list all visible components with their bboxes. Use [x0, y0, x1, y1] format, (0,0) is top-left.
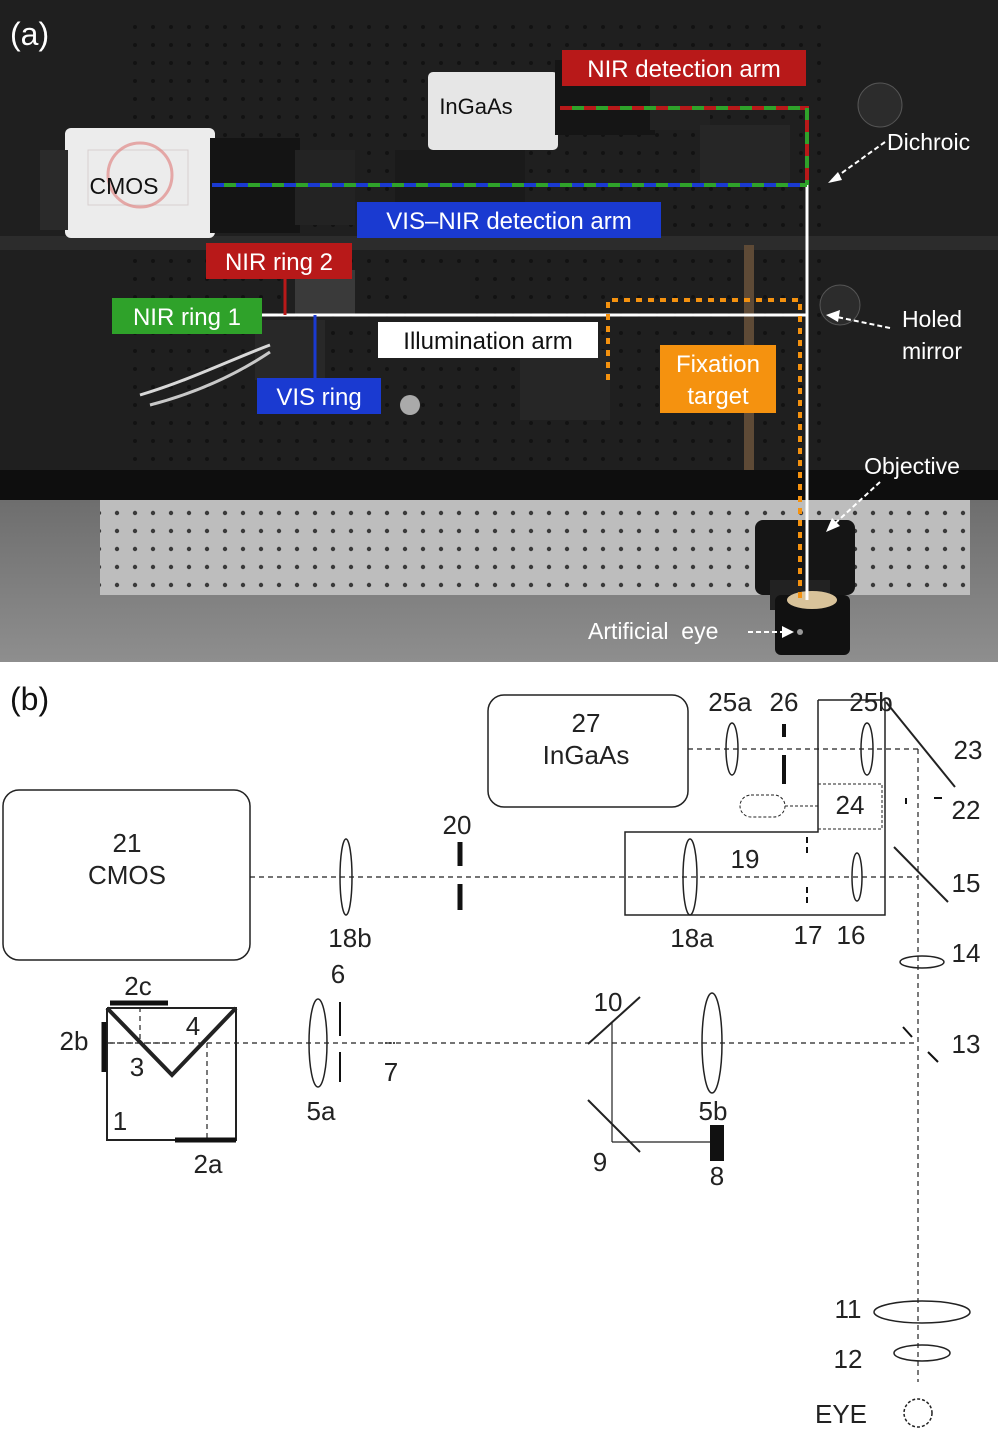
schematic-panel: 27 InGaAs 21 CMOS 25a 26 25b 23 22 24 20…: [0, 662, 998, 1434]
label-13: 13: [952, 1029, 981, 1059]
label-1: 1: [113, 1106, 127, 1136]
tag-illumination-arm: Illumination arm: [378, 322, 598, 358]
label-9: 9: [593, 1147, 607, 1177]
photo-panel: CMOS InGaAs NIR: [0, 0, 998, 662]
tag-fixation-target: Fixation target: [660, 345, 776, 413]
mirror-23: [885, 701, 956, 788]
beam-paths: [212, 106, 809, 600]
schematic-svg: 27 InGaAs 21 CMOS 25a 26 25b 23 22 24 20…: [2, 681, 983, 1429]
svg-text:VIS–NIR detection arm: VIS–NIR detection arm: [386, 208, 631, 235]
callout-artificial-eye: Artificial eye: [588, 618, 794, 644]
label-18a: 18a: [670, 923, 714, 953]
lens-25a: [725, 722, 739, 776]
housing-outline: [624, 699, 886, 916]
eye-icon: [903, 1398, 933, 1428]
optical-paths: [108, 748, 919, 1382]
label-6: 6: [331, 959, 345, 989]
tag-vis-nir-detection-arm: VIS–NIR detection arm: [357, 202, 661, 238]
lens-12: [893, 1344, 951, 1362]
svg-text:NIR ring 1: NIR ring 1: [133, 304, 241, 331]
svg-text:NIR ring 2: NIR ring 2: [225, 249, 333, 276]
label-19: 19: [731, 844, 760, 874]
lens-18a: [682, 838, 698, 916]
box-ingaas-name: InGaAs: [543, 740, 630, 770]
objective-hardware: [755, 520, 855, 655]
box-cmos-number: 21: [113, 828, 142, 858]
mirror-10: [587, 996, 641, 1045]
label-4: 4: [186, 1011, 200, 1041]
svg-text:Illumination arm: Illumination arm: [403, 328, 572, 355]
tag-nir-detection-arm: NIR detection arm: [562, 50, 806, 86]
label-5a: 5a: [307, 1096, 336, 1126]
ingaas-box: [487, 694, 689, 808]
label-20: 20: [443, 810, 472, 840]
label-8: 8: [710, 1161, 724, 1191]
label-15: 15: [952, 868, 981, 898]
box-ingaas-number: 27: [572, 708, 601, 738]
svg-text:target: target: [687, 383, 749, 410]
lens-25b: [860, 722, 874, 776]
label-17: 17: [794, 920, 823, 950]
label-18b: 18b: [328, 923, 371, 953]
tag-nir-ring-2: NIR ring 2: [206, 243, 352, 279]
svg-text:Dichroic: Dichroic: [887, 129, 970, 155]
label-24: 24: [836, 790, 865, 820]
svg-text:VIS ring: VIS ring: [276, 384, 361, 411]
callout-holed-mirror: Holed mirror: [826, 306, 962, 364]
label-7: 7: [384, 1057, 398, 1087]
label-3: 3: [130, 1052, 144, 1082]
cmos-box: [2, 789, 251, 961]
shelf-divider: [0, 236, 998, 250]
component-labels: 27 InGaAs 21 CMOS 25a 26 25b 23 22 24 20…: [60, 687, 983, 1429]
label-16: 16: [837, 920, 866, 950]
label-12: 12: [834, 1344, 863, 1374]
label-11: 11: [835, 1294, 862, 1324]
label-23: 23: [954, 735, 983, 765]
svg-text:Artificial eye: Artificial eye: [588, 618, 718, 644]
panel-a-letter: (a): [10, 16, 49, 52]
lens-5b: [701, 992, 723, 1094]
fixation-path: [606, 298, 802, 600]
cmos-label: CMOS: [90, 173, 159, 199]
photo-svg: CMOS InGaAs NIR: [0, 0, 998, 662]
svg-text:Objective: Objective: [864, 453, 960, 479]
label-10: 10: [594, 987, 623, 1017]
label-14: 14: [952, 938, 981, 968]
lens-16: [851, 852, 863, 902]
tag-vis-ring: VIS ring: [257, 378, 381, 414]
svg-text:Fixation: Fixation: [676, 351, 760, 378]
label-25b: 25b: [849, 687, 892, 717]
svg-text:mirror: mirror: [902, 338, 962, 364]
tag-nir-ring-1: NIR ring 1: [112, 298, 262, 334]
label-2a: 2a: [194, 1149, 223, 1179]
svg-text:Holed: Holed: [902, 306, 962, 332]
stops: [101, 724, 942, 1161]
label-2b: 2b: [60, 1026, 89, 1056]
lens-5a: [308, 998, 328, 1088]
dichroic-prism: [105, 1006, 238, 1078]
label-2c: 2c: [124, 971, 151, 1001]
lens-11: [873, 1300, 971, 1324]
mirror-15: [893, 846, 949, 903]
mirror-9: [587, 1099, 641, 1153]
callout-objective: Objective: [826, 453, 960, 532]
label-5b: 5b: [699, 1096, 728, 1126]
panel-b-letter: (b): [10, 681, 49, 717]
label-eye: EYE: [815, 1399, 867, 1429]
label-22: 22: [952, 795, 981, 825]
lens-18b: [339, 838, 353, 916]
callout-dichroic: Dichroic: [828, 129, 970, 183]
svg-text:NIR detection arm: NIR detection arm: [587, 56, 780, 83]
label-25a: 25a: [708, 687, 752, 717]
box-cmos-name: CMOS: [88, 860, 166, 890]
label-26: 26: [770, 687, 799, 717]
lens-14: [899, 955, 945, 969]
ingaas-label: InGaAs: [439, 94, 512, 119]
